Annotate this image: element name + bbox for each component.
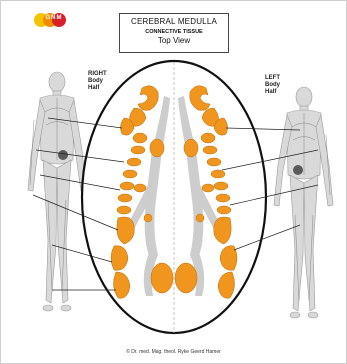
title-sub: CONNECTIVE TISSUE xyxy=(120,29,228,35)
human-figure-right xyxy=(274,87,333,318)
title-main: CEREBRAL MEDULLA xyxy=(120,17,228,26)
copyright-credit: © Dr. med. Mag. theol. Ryke Geerd Hamer xyxy=(0,349,347,355)
title-view: Top View xyxy=(120,36,228,45)
gnm-logo: GNM xyxy=(34,13,74,27)
figure-left-organ xyxy=(58,150,68,160)
figure-right-organ xyxy=(293,165,303,175)
logo-text: GNM xyxy=(37,15,71,21)
title-box: CEREBRAL MEDULLA CONNECTIVE TISSUE Top V… xyxy=(119,13,229,53)
label-right-body-half: RIGHT Body Half xyxy=(88,71,107,92)
label-left-body-half: LEFT Body Half xyxy=(265,75,280,96)
